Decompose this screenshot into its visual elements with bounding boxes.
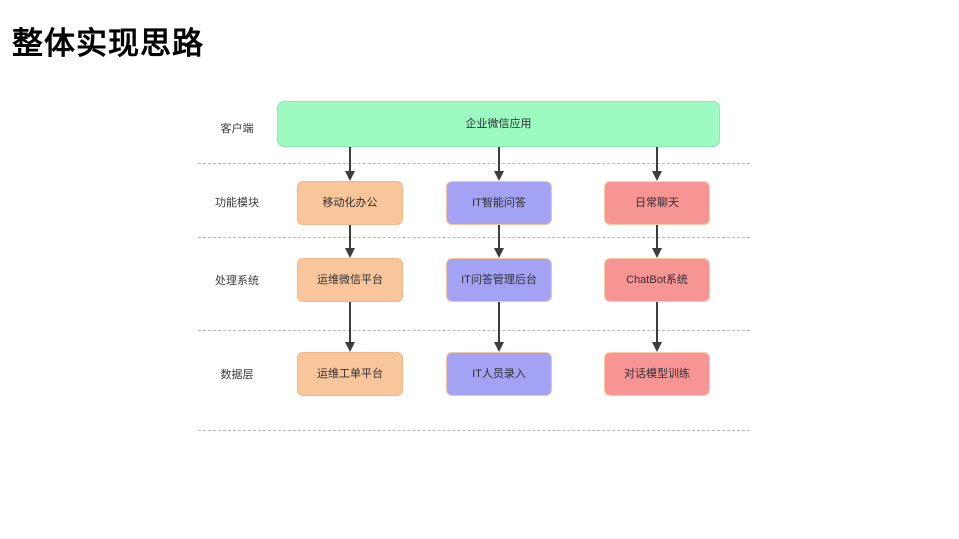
node-it-smart-qa[interactable]: IT智能问答 [446, 181, 552, 225]
node-ops-ticket-platform[interactable]: 运维工单平台 [297, 352, 403, 396]
arrow-it-qa-to-qa-admin-backend [498, 225, 500, 249]
row-label-data-layer: 数据层 [220, 369, 254, 381]
page-title: 整体实现思路 [12, 26, 204, 61]
arrow-qa-admin-backend-to-it-staff-entry [498, 302, 500, 343]
node-wechat-enterprise-app[interactable]: 企业微信应用 [277, 101, 720, 147]
node-it-staff-entry[interactable]: IT人员录入 [446, 352, 552, 396]
node-ops-wechat-platform[interactable]: 运维微信平台 [297, 258, 403, 302]
arrow-chatbot-system-to-dialog-model-training [656, 302, 658, 343]
layer-separator-4 [198, 430, 750, 431]
node-it-qa-admin-backend[interactable]: IT问答管理后台 [446, 258, 552, 302]
row-label-function-module: 功能模块 [215, 197, 259, 209]
node-chatbot-system[interactable]: ChatBot系统 [604, 258, 710, 302]
node-daily-chat[interactable]: 日常聊天 [604, 181, 710, 225]
layer-separator-1 [198, 163, 750, 164]
node-dialog-model-training[interactable]: 对话模型训练 [604, 352, 710, 396]
row-label-client: 客户端 [220, 123, 254, 135]
node-mobile-office[interactable]: 移动化办公 [297, 181, 403, 225]
arrow-app-to-it-qa [498, 147, 500, 172]
row-label-processing-system: 处理系统 [215, 275, 259, 287]
arrow-ops-wechat-platform-to-ops-ticket-platform [349, 302, 351, 343]
layer-separator-3 [198, 330, 750, 331]
arrow-app-to-daily-chat [656, 147, 658, 172]
layer-separator-2 [198, 237, 750, 238]
arrow-mobile-office-to-ops-wechat-platform [349, 225, 351, 249]
arrow-daily-chat-to-chatbot-system [656, 225, 658, 249]
arrow-app-to-mobile-office [349, 147, 351, 172]
